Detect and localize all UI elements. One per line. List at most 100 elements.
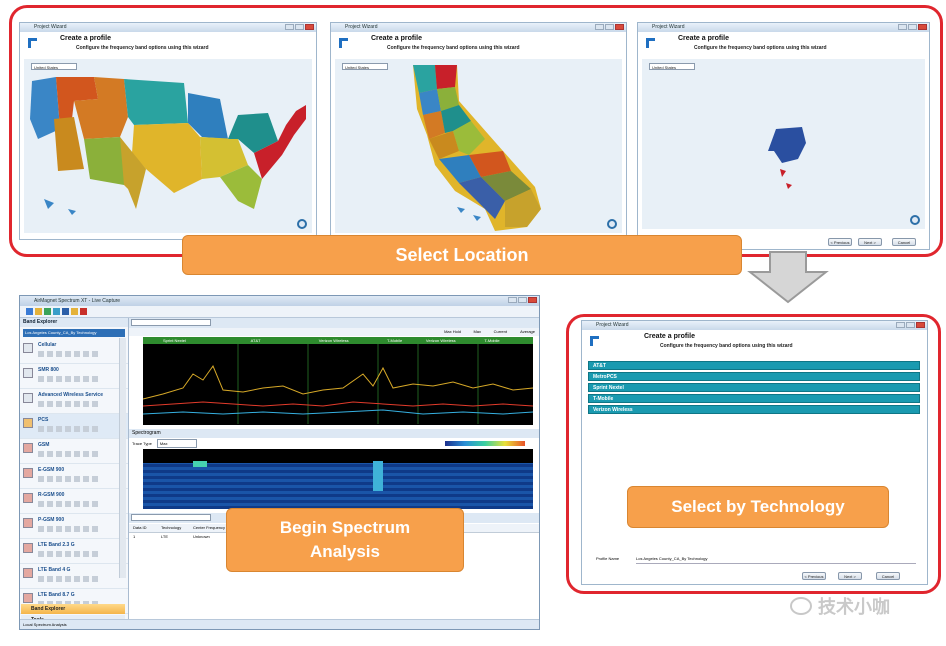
close-icon[interactable] (916, 322, 925, 328)
band-item-gsm[interactable]: GSM (20, 439, 128, 464)
flow-arrow-icon (747, 251, 829, 304)
zoom-icon[interactable] (910, 215, 920, 225)
profile-name-label: Profile Name (596, 556, 620, 561)
zoom-icon[interactable] (297, 219, 307, 229)
close-icon[interactable] (305, 24, 314, 30)
wizard-subtitle: Configure the frequency band options usi… (660, 343, 793, 349)
technology-frame (566, 314, 941, 594)
location-select[interactable]: United States (649, 63, 695, 70)
signal-icon (23, 568, 33, 578)
spectrum-app-window: AirMagnet Spectrum XT - Live Capture Ban… (19, 295, 540, 630)
tech-item-verizon[interactable]: Verizon Wireless (588, 405, 920, 414)
band-item-aws[interactable]: Advanced Wireless Service (20, 389, 128, 414)
profile-name-input[interactable]: Los Angeles County_CA_By Technology (636, 555, 916, 564)
trace-type-select[interactable]: Max (156, 439, 197, 449)
us-map[interactable] (24, 59, 314, 239)
wizard-subtitle: Configure the frequency band options usi… (76, 45, 209, 51)
signal-icon (23, 518, 33, 528)
next-button[interactable]: Next > (858, 238, 882, 246)
map-area[interactable]: United States (24, 59, 312, 233)
watermark: 技术小咖 (790, 594, 890, 618)
wizard-window-technology: Project Wizard Create a profile Configur… (581, 320, 928, 585)
wizard-window-ca: Project Wizard Create a profile Configur… (330, 22, 627, 240)
signal-icon (23, 443, 33, 453)
signal-icon (23, 543, 33, 553)
band-item-egsm[interactable]: E-GSM 900 (20, 464, 128, 489)
spectrum-trace (143, 344, 533, 424)
wizard-title: Create a profile (60, 35, 111, 42)
channel-band-bar: Sprint Nextel AT&T Verizon Wireless T-Mo… (143, 337, 533, 344)
wizard-title: Create a profile (371, 35, 422, 42)
signal-icon (23, 493, 33, 503)
table-row[interactable]: 1 LTE Unknown (133, 534, 210, 539)
legend: Max Hold Max Current Average (129, 328, 539, 336)
select-by-technology-callout: Select by Technology (627, 486, 889, 528)
spectrogram-chart[interactable] (143, 449, 533, 509)
spectrogram-header: Spectrogram (129, 429, 539, 438)
tech-item-att[interactable]: AT&T (588, 361, 920, 370)
tech-item-metropcs[interactable]: MetroPCS (588, 372, 920, 381)
band-item-rgsm[interactable]: R-GSM 900 (20, 489, 128, 514)
tower-icon (23, 368, 33, 378)
band-list: Cellular SMR 800 Advanced Wireless Servi… (20, 339, 128, 614)
close-icon[interactable] (615, 24, 624, 30)
previous-button[interactable]: < Previous (802, 572, 826, 580)
band-item-lte23[interactable]: LTE Band 2.3 G (20, 539, 128, 564)
cancel-button[interactable]: Cancel (892, 238, 916, 246)
status-bar: Local Spectrum Analysis (20, 619, 539, 629)
close-icon[interactable] (528, 297, 537, 303)
trace-type-row: Trace Type Max (129, 439, 539, 449)
band-item-smr800[interactable]: SMR 800 (20, 364, 128, 389)
title-bar: Project Wizard (20, 23, 316, 32)
next-button[interactable]: Next > (838, 572, 862, 580)
app-title: AirMagnet Spectrum XT - Live Capture (34, 298, 121, 304)
location-select[interactable]: United States (342, 63, 388, 70)
technology-list: AT&T MetroPCS Sprint Nextel T-Mobile Ver… (588, 361, 920, 416)
signal-icon (23, 468, 33, 478)
toolbar-icons[interactable] (26, 308, 87, 315)
tech-item-tmobile[interactable]: T-Mobile (588, 394, 920, 403)
tower-icon (23, 343, 33, 353)
profile-name-row: Profile Name Los Angeles County_CA_By Te… (596, 555, 916, 564)
main-analysis-area: Max Hold Max Current Average Sprint Next… (129, 318, 539, 619)
map-area[interactable]: United States (335, 59, 622, 233)
band-item-pcs[interactable]: PCS (20, 414, 128, 439)
wizard-window-us: Project Wizard Create a profile Configur… (19, 22, 317, 240)
la-county-map[interactable] (642, 59, 928, 229)
profile-select[interactable]: Los Angeles County_CA_By Technology (23, 329, 125, 337)
wizard-window-la: Project Wizard Create a profile Configur… (637, 22, 930, 250)
tech-item-sprint[interactable]: Sprint Nextel (588, 383, 920, 392)
california-map[interactable] (335, 59, 625, 239)
band-explorer-panel: Band Explorer Los Angeles County_CA_By T… (20, 318, 129, 625)
nav-item-band-explorer[interactable]: Band Explorer (21, 604, 125, 614)
wizard-logo-icon (339, 38, 348, 48)
tower-icon (23, 393, 33, 403)
select-location-callout: Select Location (182, 235, 742, 275)
wizard-subtitle: Configure the frequency band options usi… (694, 45, 827, 51)
band-item-lte4[interactable]: LTE Band 4 G (20, 564, 128, 589)
toolbar (20, 306, 539, 318)
wizard-title: Create a profile (644, 333, 695, 340)
wizard-subtitle: Configure the frequency band options usi… (387, 45, 520, 51)
wizard-logo-icon (28, 38, 37, 48)
cancel-button[interactable]: Cancel (876, 572, 900, 580)
location-select[interactable]: United States (31, 63, 77, 70)
tower-icon (23, 418, 33, 428)
panel-title: Band Explorer (20, 318, 128, 327)
signal-icon (23, 593, 33, 603)
color-scale (445, 441, 525, 446)
band-item-cellular[interactable]: Cellular (20, 339, 128, 364)
chat-logo-icon (790, 597, 812, 615)
wizard-title: Create a profile (678, 35, 729, 42)
zoom-icon[interactable] (607, 219, 617, 229)
band-item-pgsm[interactable]: P-GSM 900 (20, 514, 128, 539)
begin-spectrum-analysis-callout: Begin Spectrum Analysis (226, 508, 464, 572)
wizard-logo-icon (590, 336, 599, 346)
wizard-logo-icon (646, 38, 655, 48)
close-icon[interactable] (918, 24, 927, 30)
panel-scrollbar[interactable] (119, 338, 126, 578)
spectrum-chart[interactable]: Sprint Nextel AT&T Verizon Wireless T-Mo… (143, 337, 533, 425)
spectrum-header (129, 318, 539, 328)
previous-button[interactable]: < Previous (828, 238, 852, 246)
map-area[interactable]: United States (642, 59, 925, 229)
